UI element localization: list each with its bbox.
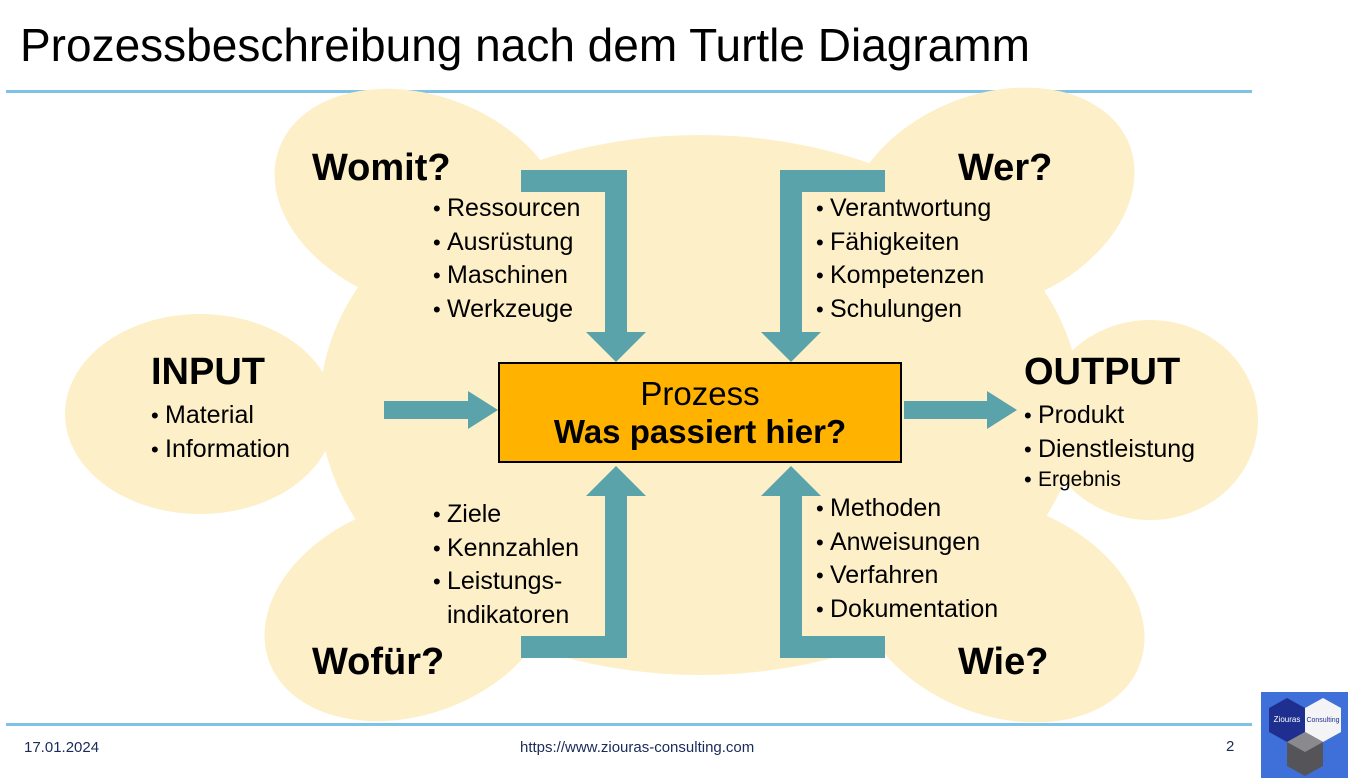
list-item: Material (151, 399, 290, 433)
list-item: Schulungen (816, 293, 991, 327)
wer-arrow (761, 170, 885, 362)
wer-heading: Wer? (958, 147, 1053, 189)
list-item: Kompetenzen (816, 259, 991, 293)
wie-arrow (761, 466, 885, 658)
list-item: Fähigkeiten (816, 226, 991, 260)
list-item: Werkzeuge (433, 293, 580, 327)
wie-heading: Wie? (958, 641, 1049, 683)
womit-list: Ressourcen Ausrüstung Maschinen Werkzeug… (433, 192, 580, 326)
list-item: Verfahren (816, 559, 998, 593)
process-label: Prozess (640, 375, 760, 412)
bottom-divider (6, 723, 1252, 726)
input-arrow (384, 391, 498, 429)
arrows (384, 170, 1017, 658)
list-item: Verantwortung (816, 192, 991, 226)
womit-heading: Womit? (312, 147, 451, 189)
input-list: Material Information (151, 399, 290, 466)
logo-text-left: Ziouras (1274, 715, 1301, 724)
list-item: Dienstleistung (1024, 433, 1195, 467)
list-item: Ziele (433, 498, 579, 532)
list-item: Methoden (816, 492, 998, 526)
list-item: indikatoren (447, 600, 570, 629)
process-question: Was passiert hier? (553, 413, 847, 450)
footer-url[interactable]: https://www.ziouras-consulting.com (520, 739, 755, 756)
page-number: 2 (1226, 738, 1235, 755)
wofuer-heading: Wofür? (312, 641, 445, 683)
output-heading: OUTPUT (1024, 351, 1181, 393)
input-heading: INPUT (151, 351, 265, 393)
list-item: Ressourcen (433, 192, 580, 226)
wer-list: Verantwortung Fähigkeiten Kompetenzen Sc… (816, 192, 991, 326)
footer-date: 17.01.2024 (24, 739, 100, 756)
logo-text-right: Consulting (1306, 717, 1339, 724)
list-item: Anweisungen (816, 526, 998, 560)
list-item: Ergebnis (1024, 466, 1195, 494)
list-item: Information (151, 433, 290, 467)
list-item: Leistungs- (433, 565, 579, 599)
wofuer-arrow (521, 466, 646, 658)
wofuer-list: Ziele Kennzahlen Leistungs- indikatoren (433, 498, 579, 632)
list-item: Ausrüstung (433, 226, 580, 260)
output-arrow (904, 391, 1017, 429)
list-item: Dokumentation (816, 593, 998, 627)
wie-list: Methoden Anweisungen Verfahren Dokumenta… (816, 492, 998, 626)
womit-arrow (521, 170, 646, 362)
top-divider (6, 90, 1252, 93)
process-box: Prozess Was passiert hier? (498, 362, 902, 463)
list-item: Maschinen (433, 259, 580, 293)
slide-title: Prozessbeschreibung nach dem Turtle Diag… (20, 19, 1030, 71)
output-list: Produkt Dienstleistung Ergebnis (1024, 399, 1195, 494)
ziouras-consulting-logo: Ziouras Consulting (1261, 692, 1348, 778)
list-item: Produkt (1024, 399, 1195, 433)
list-item: Kennzahlen (433, 532, 579, 566)
